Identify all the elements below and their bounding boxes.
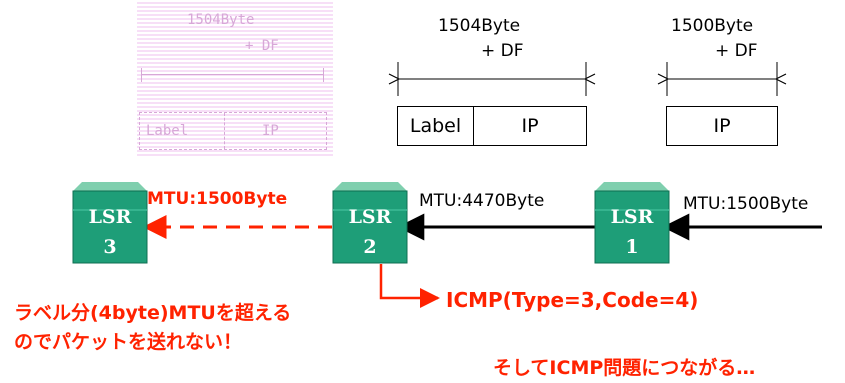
dimension-1504 bbox=[398, 62, 586, 96]
packet-1500-size-label: 1500Byte bbox=[671, 16, 754, 36]
reason-line-2: のでパケットを送れない！ bbox=[14, 331, 243, 353]
router-lsr3-body bbox=[72, 190, 148, 264]
consequence-label: そしてICMP問題につながる… bbox=[493, 357, 756, 379]
packet-1504-box: Label IP bbox=[397, 106, 587, 146]
router-lsr3-number: 3 bbox=[103, 236, 116, 258]
icmp-return-arrow bbox=[379, 264, 440, 308]
router-lsr2-top bbox=[333, 182, 407, 191]
ghost-df-label: + DF bbox=[245, 38, 279, 54]
router-lsr3-top bbox=[73, 182, 147, 191]
ghost-cell-divider bbox=[224, 113, 225, 149]
router-lsr2-body bbox=[332, 190, 408, 264]
packet-1504-ip-cell: IP bbox=[521, 115, 539, 137]
reason-line-1: ラベル分(4byte)MTUを超える bbox=[14, 302, 292, 324]
ghost-packet-box: Label IP bbox=[139, 112, 327, 150]
ghost-span-tick-left bbox=[141, 68, 142, 82]
router-lsr2[interactable]: LSR 2 bbox=[332, 182, 408, 264]
packet-1500-df-label: + DF bbox=[715, 41, 758, 61]
ghost-packet-panel: 1504Byte + DF Label IP bbox=[137, 2, 333, 157]
ghost-size-label: 1504Byte bbox=[187, 12, 255, 28]
router-lsr2-number: 2 bbox=[363, 236, 376, 258]
ghost-span-line bbox=[141, 74, 323, 75]
router-lsr1-body bbox=[594, 190, 670, 264]
packet-1500-ip-cell: IP bbox=[713, 115, 731, 137]
ghost-cell-label: Label bbox=[146, 123, 189, 139]
router-lsr1-top bbox=[595, 182, 669, 191]
icmp-label: ICMP(Type=3,Code=4) bbox=[446, 288, 699, 312]
mtu-label-lsr2-lsr1: MTU:4470Byte bbox=[419, 191, 545, 211]
packet-1504-size-label: 1504Byte bbox=[438, 16, 521, 36]
mtu-label-ingress: MTU:1500Byte bbox=[683, 194, 809, 214]
ghost-span-tick-right bbox=[323, 68, 324, 82]
packet-1504-label-cell: Label bbox=[398, 107, 474, 145]
packet-1504-df-label: + DF bbox=[481, 41, 524, 61]
router-lsr2-name: LSR bbox=[349, 206, 392, 228]
packet-1500-box: IP bbox=[666, 106, 778, 146]
router-lsr1-name: LSR bbox=[611, 206, 654, 228]
router-lsr1[interactable]: LSR 1 bbox=[594, 182, 670, 264]
dimension-1500 bbox=[667, 62, 777, 96]
router-lsr3[interactable]: LSR 3 bbox=[72, 182, 148, 264]
router-lsr3-name: LSR bbox=[89, 206, 132, 228]
ghost-cell-ip: IP bbox=[262, 123, 279, 139]
mtu-label-lsr3-lsr2: MTU:1500Byte bbox=[147, 189, 288, 209]
router-lsr1-number: 1 bbox=[625, 236, 638, 258]
